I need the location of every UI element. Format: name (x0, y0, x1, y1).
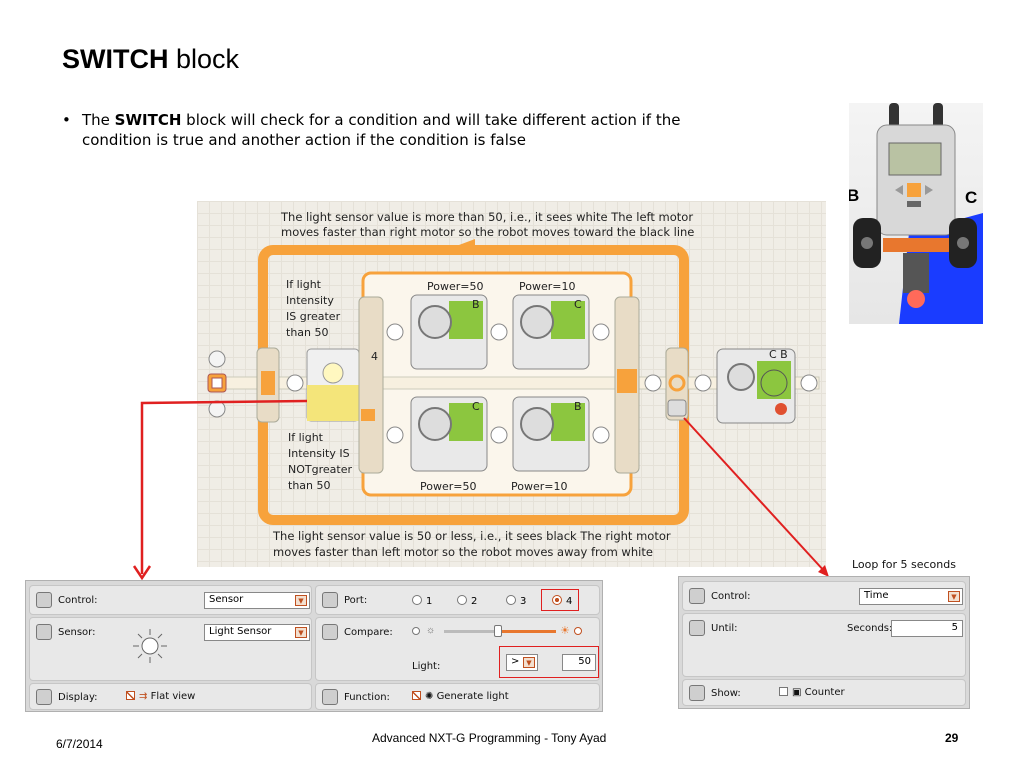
light-icon: ✺ (425, 691, 437, 702)
compare-label: Compare: (344, 627, 393, 638)
chevron-down-icon[interactable]: ▼ (523, 657, 535, 668)
footer-center: Advanced NXT-G Programming - Tony Ayad (372, 731, 607, 745)
true-condition-line-1: If light (286, 278, 321, 291)
bottom-power-1: Power=50 (420, 480, 477, 493)
scale-icon (322, 624, 338, 640)
bottom-note-line-1: The light sensor value is 50 or less, i.… (273, 529, 671, 543)
slide-title: SWITCH block (62, 44, 240, 74)
until-label: Until: (711, 623, 738, 634)
port-radio-4[interactable]: 4 (552, 595, 572, 607)
slider-thumb[interactable] (494, 625, 502, 637)
top-power-1: Power=50 (427, 280, 484, 293)
program-diagram: The light sensor value is more than 50, … (197, 201, 826, 567)
top-note-line-2: moves faster than right motor so the rob… (281, 225, 695, 239)
display-label: Display: (58, 692, 98, 703)
chevron-down-icon[interactable]: ▼ (948, 591, 960, 602)
top-note-line-1: The light sensor value is more than 50, … (281, 210, 694, 224)
sensor-icon (36, 624, 52, 640)
top-power-2: Power=10 (519, 280, 576, 293)
true-condition-line-4: than 50 (286, 326, 329, 339)
sensor-label: Sensor: (58, 627, 96, 638)
loop-control-dropdown[interactable]: Time▼ (859, 588, 963, 605)
loop-direction-arrow (459, 239, 475, 252)
generate-light-checkbox[interactable]: ✺ Generate light (412, 691, 509, 702)
radio-bright-icon[interactable] (574, 627, 582, 635)
bottom-motor-2-port: B (574, 400, 582, 413)
chevron-down-icon[interactable]: ▼ (295, 627, 307, 638)
radio-dark-icon[interactable] (412, 627, 420, 635)
robot-label-b: B (849, 186, 860, 205)
port-radio-2[interactable]: 2 (457, 595, 477, 607)
show-row: Show: ▣ Counter (682, 679, 966, 706)
bullet-dot: • (62, 111, 71, 129)
checkbox-checked-icon[interactable] (412, 691, 421, 700)
robot-image (853, 103, 983, 324)
robot-label-c: C (965, 188, 978, 207)
seconds-field[interactable]: 5 (891, 620, 963, 637)
display-icon (36, 689, 52, 705)
bottom-note-line-2: moves faster than left motor so the robo… (273, 545, 653, 559)
compare-highlight-box (499, 646, 599, 678)
port-row: Port: 1 2 3 4 (315, 585, 600, 615)
control-row: Control: Sensor▼ (29, 585, 312, 615)
bullet-text: The SWITCH block will check for a condit… (82, 111, 681, 149)
loop-config-panel: Control: Time▼ Until: Seconds: 5 Show: ▣… (678, 576, 970, 709)
sun-dim-icon: ☼ (426, 625, 436, 636)
counter-icon: ▣ (792, 687, 805, 698)
program-graphics (207, 239, 820, 525)
false-condition-line-2: Intensity IS (288, 447, 350, 460)
sun-bright-icon: ☀ (560, 625, 570, 637)
light-label: Light: (412, 661, 441, 672)
wrench-icon (322, 689, 338, 705)
until-row: Until: Seconds: 5 (682, 613, 966, 677)
display-icon (689, 685, 705, 701)
function-label: Function: (344, 692, 390, 703)
checkbox-checked-icon[interactable] (126, 691, 135, 700)
false-condition-line-4: than 50 (288, 479, 331, 492)
show-label: Show: (711, 688, 741, 699)
eye-icon (36, 592, 52, 608)
control-label: Control: (58, 595, 98, 606)
checkbox-unchecked-icon[interactable] (779, 687, 788, 696)
chevron-down-icon[interactable]: ▼ (295, 595, 307, 606)
false-condition-line-1: If light (288, 431, 323, 444)
hourglass-icon (689, 620, 705, 636)
loop-caption: Loop for 5 seconds (852, 558, 956, 571)
false-condition-line-3: NOTgreater (288, 463, 352, 476)
display-row: Display: ⇉ Flat view (29, 683, 312, 710)
footer-date: 6/7/2014 (56, 737, 103, 751)
compare-row: Compare: ☼ ☀ Light: >▼ 50 (315, 617, 600, 681)
top-motor-1-port: B (472, 298, 480, 311)
seconds-label: Seconds: (847, 623, 893, 634)
bottom-motor-1-port: C (472, 400, 480, 413)
port-label: Port: (344, 595, 368, 606)
switch-config-panel: Control: Sensor▼ Sensor: Light Sensor▼ D… (25, 580, 603, 712)
port-radio-3[interactable]: 3 (506, 595, 526, 607)
branch-icon: ⇉ (139, 691, 151, 702)
plug-icon (322, 592, 338, 608)
bottom-power-2: Power=10 (511, 480, 568, 493)
port-highlight-box (541, 589, 579, 611)
page-number: 29 (945, 731, 959, 745)
compare-slider[interactable]: ☼ ☀ (412, 625, 584, 637)
eye-icon (689, 588, 705, 604)
sensor-dropdown[interactable]: Light Sensor▼ (204, 624, 310, 641)
loop-control-row: Control: Time▼ (682, 581, 966, 611)
true-condition-line-3: IS greater (286, 310, 341, 323)
top-motor-2-port: C (574, 298, 582, 311)
control-dropdown[interactable]: Sensor▼ (204, 592, 310, 609)
compare-operator-dropdown[interactable]: >▼ (506, 654, 538, 671)
sensor-row: Sensor: Light Sensor▼ (29, 617, 312, 681)
robot-photo: B C (849, 103, 983, 324)
light-sensor-icon (133, 629, 167, 663)
function-row: Function: ✺ Generate light (315, 683, 600, 710)
flat-view-checkbox[interactable]: ⇉ Flat view (126, 691, 195, 702)
stop-block-ports: C B (769, 348, 788, 361)
sensor-port-number: 4 (371, 350, 378, 363)
compare-value-field[interactable]: 50 (562, 654, 596, 671)
port-radio-1[interactable]: 1 (412, 595, 432, 607)
true-condition-line-2: Intensity (286, 294, 334, 307)
loop-control-label: Control: (711, 591, 751, 602)
counter-checkbox[interactable]: ▣ Counter (779, 687, 845, 698)
